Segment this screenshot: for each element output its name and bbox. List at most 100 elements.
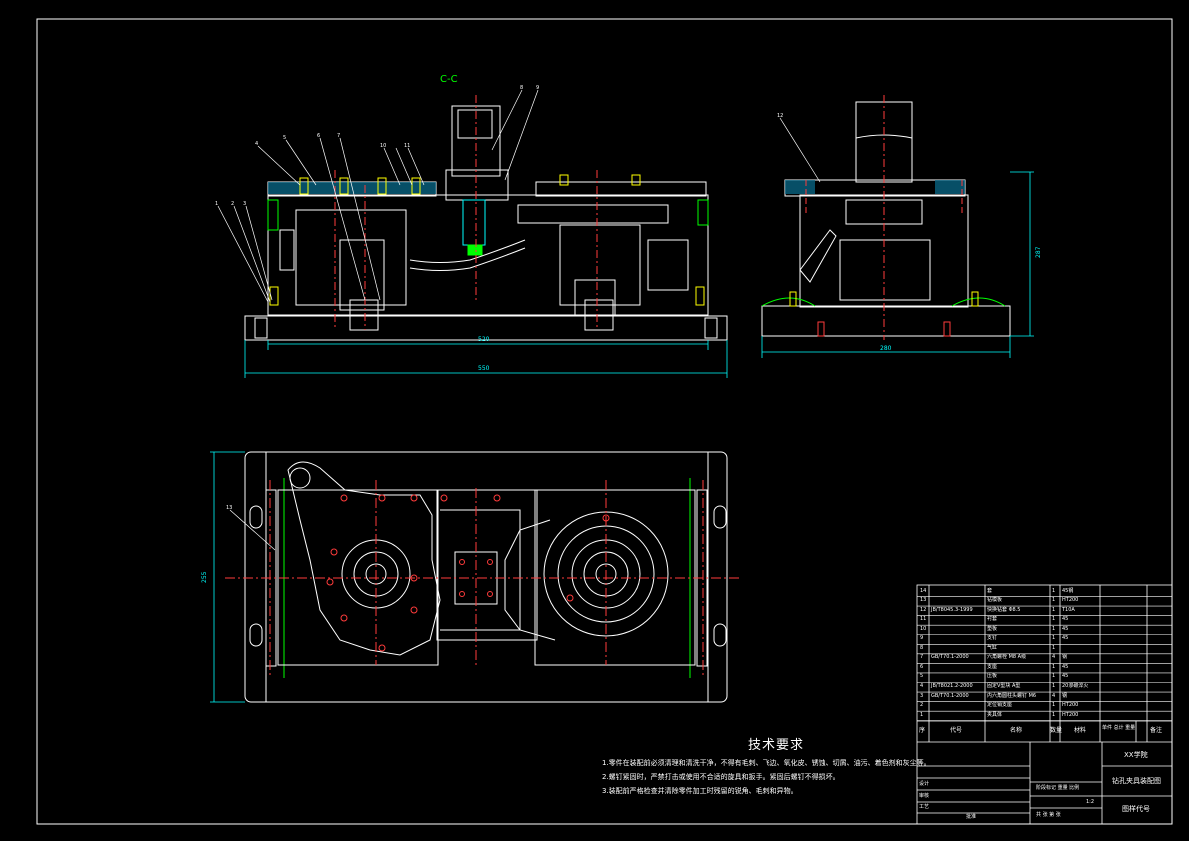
- bom-cell-material: HT200: [1062, 711, 1079, 718]
- leader-12: 12: [777, 113, 783, 119]
- designer-label: 设计: [919, 781, 930, 787]
- bom-cell-code: JB/T8045.3-1999: [931, 606, 973, 613]
- bom-cell-material: HT200: [1062, 702, 1079, 709]
- bom-cell-no: 6: [920, 663, 924, 670]
- leader-13: 13: [226, 505, 232, 511]
- bom-cell-material: 45: [1062, 663, 1069, 670]
- bom-cell-qty: 1: [1052, 625, 1056, 632]
- bom-cell-no: 7: [920, 654, 924, 661]
- tech-requirement-1: 1.零件在装配前必须清理和清洗干净，不得有毛刺、飞边、氧化皮、锈蚀、切屑、油污、…: [602, 759, 931, 767]
- front-dimensions: [244, 340, 728, 378]
- checker-label: 审核: [919, 793, 930, 799]
- bom-cell-name: 气缸: [987, 644, 998, 651]
- sheet-label: 共 张 第 张: [1036, 812, 1061, 818]
- bom-cell-material: 45: [1062, 616, 1069, 623]
- bom-cell-name: 垫板: [987, 625, 998, 632]
- bom-cell-material: T10A: [1062, 606, 1075, 613]
- top-view-bolts: [326, 494, 610, 652]
- leader-8: 8: [520, 85, 523, 91]
- bom-cell-name: 内六角圆柱头螺钉 M6: [987, 692, 1037, 699]
- bom-cell-qty: 1: [1052, 635, 1056, 642]
- bom-cell-name: 定位销支座: [987, 702, 1013, 709]
- bom-header-code: 代号: [950, 727, 963, 734]
- drawing-name: 钻孔夹具装配图: [1112, 777, 1161, 785]
- tech-requirements-title: 技术要求: [748, 738, 805, 753]
- bom-header-weight: 单件 总计 重量: [1102, 725, 1136, 731]
- bom-cell-name: 钻模板: [987, 597, 1003, 604]
- bom-cell-no: 3: [920, 692, 924, 699]
- leader-2: 2: [231, 201, 234, 207]
- bom-cell-material: 45: [1062, 635, 1069, 642]
- bom-header-no: 序: [919, 727, 926, 734]
- top-dimensions: [210, 451, 245, 703]
- approve-label: 批准: [966, 814, 977, 820]
- bom-cell-no: 5: [920, 673, 924, 680]
- bom-cell-name: 压板: [987, 673, 998, 680]
- tech-requirement-2: 2.螺钉紧固时，严禁打击或使用不合适的旋具和扳手。紧固后螺钉不得损坏。: [602, 773, 840, 781]
- leader-5: 5: [283, 135, 286, 141]
- bom-cell-material: HT200: [1062, 597, 1079, 604]
- bom-cell-qty: 1: [1052, 683, 1056, 689]
- bom-header-remark: 备注: [1150, 727, 1163, 734]
- front-view: [244, 95, 728, 341]
- leader-10: 10: [380, 143, 386, 149]
- drawing-number: 图样代号: [1122, 805, 1150, 813]
- outer-frame: [36, 18, 1173, 825]
- bom-header-name: 名称: [1010, 727, 1023, 734]
- bom-cell-qty: 1: [1052, 673, 1056, 680]
- bom-cell-no: 2: [920, 702, 924, 709]
- bom-header-qty: 数量: [1050, 727, 1063, 734]
- bom-cell-name: 固定V型块 A型: [987, 683, 1021, 689]
- bom-cell-no: 8: [920, 644, 924, 651]
- leader-6: 6: [317, 133, 320, 139]
- dim-top-height: 255: [201, 571, 208, 583]
- bom-cell-no: 14: [920, 587, 927, 594]
- bom-cell-qty: 1: [1052, 663, 1056, 670]
- bom-cell-name: 支钉: [987, 635, 998, 642]
- leader-3: 3: [243, 201, 246, 207]
- dim-side-height: 287: [1035, 246, 1042, 258]
- front-leaders: [217, 89, 539, 303]
- tech-requirement-3: 3.装配前严格检查并清除零件加工时残留的锐角、毛刺和异物。: [602, 787, 798, 795]
- bom-cell-name: 支座: [987, 663, 998, 670]
- bom-cell-material: 钢: [1062, 654, 1068, 661]
- side-dimensions: [761, 171, 1034, 358]
- bom-cell-material: 钢: [1062, 692, 1068, 699]
- leader-4: 4: [255, 141, 258, 147]
- dim-side-width: 280: [880, 345, 892, 352]
- bom-cell-code: GB/T70.1-2000: [931, 692, 969, 699]
- bom-cell-no: 11: [920, 616, 927, 623]
- bom-header-material: 材料: [1074, 727, 1087, 734]
- bom-cell-name: 夹具体: [987, 711, 1003, 718]
- front-leader-numbers: 1 2 3 4 5 6 7 8 9 10 11: [215, 85, 539, 207]
- bom-cell-no: 1: [920, 711, 924, 718]
- leader-1: 1: [215, 201, 218, 207]
- bom-cell-code: GB/T70.1-2000: [931, 654, 969, 661]
- side-view: [761, 95, 1011, 340]
- bom-cell-qty: 1: [1052, 702, 1056, 709]
- school-name: XX学院: [1124, 751, 1148, 759]
- leader-11: 11: [404, 143, 410, 149]
- bom-cell-no: 10: [920, 625, 927, 632]
- drawing-scale: 1:2: [1086, 799, 1095, 805]
- process-label: 工艺: [919, 804, 930, 810]
- bom-cell-qty: 1: [1052, 616, 1056, 623]
- bom-cell-name: 套: [987, 587, 993, 594]
- leader-7: 7: [337, 133, 340, 139]
- bom-cell-name: 六角螺栓 M8 A级: [987, 654, 1027, 661]
- bom-cell-qty: 1: [1052, 711, 1056, 718]
- bom-cell-code: JB/T8021.2-2000: [931, 683, 973, 689]
- bom-cell-qty: 1: [1052, 587, 1056, 594]
- leader-12-line: [779, 117, 821, 183]
- section-mark: C-C: [440, 74, 458, 85]
- bom-cell-name: 快换钻套 Φ8.5: [987, 606, 1021, 613]
- bom-cell-material: 20渗碳淬火: [1062, 683, 1089, 689]
- bom-cell-material: 45: [1062, 673, 1069, 680]
- bom-cell-no: 13: [920, 597, 927, 604]
- stage-labels: 阶段标记 重量 比例: [1036, 785, 1080, 791]
- dim-front-inner: 520: [478, 336, 490, 343]
- top-view: [225, 451, 740, 703]
- bom-cell-qty: 1: [1052, 597, 1056, 604]
- bom-row-lines: [917, 596, 1172, 722]
